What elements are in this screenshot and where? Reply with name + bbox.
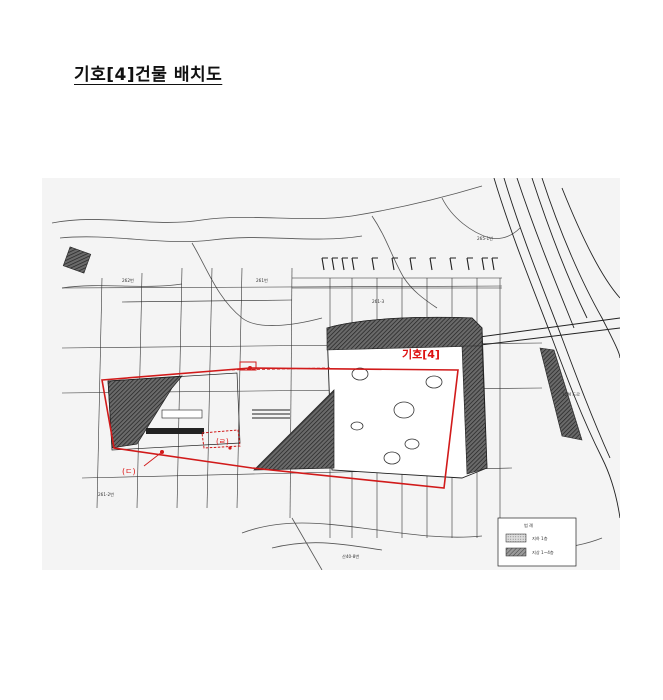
label-lot-261-2: 261-2번 [98, 491, 114, 497]
legend-title: 범 례 [524, 522, 533, 529]
dimension-band [121, 277, 502, 303]
document-title: 기호[4]건물 배치도 [74, 65, 223, 85]
marker-da-label: (ㄷ) [122, 467, 136, 476]
label-lot-262: 262번 [122, 277, 134, 283]
label-road-12m: 12M 도로 [562, 392, 580, 397]
red-cross-mark [239, 361, 257, 371]
left-building-inner-box [161, 409, 203, 419]
legend-item-2: 지상 1~4층 [532, 549, 554, 556]
legend-item-1: 지하 1층 [532, 535, 548, 542]
subject-label: 기호[4] [402, 347, 440, 361]
red-boundary-top-dashed [221, 367, 333, 371]
main-building-hatch-right [461, 345, 488, 475]
site-plan-drawing: 262번 261번 261-3 265-1번 261-2번 산40-8번 12M… [42, 178, 620, 570]
legend-swatch-1 [505, 533, 527, 543]
label-lot-40-8: 산40-8번 [342, 553, 359, 559]
label-lot-265-1: 265-1번 [477, 235, 493, 241]
marker-ra-label: (ㄹ) [216, 437, 229, 446]
slope-strip [539, 347, 583, 441]
main-building-hatch-top [326, 317, 483, 351]
label-lot-261-3: 261-3 [372, 299, 385, 304]
legend: 범 례 지하 1층 지상 1~4층 [497, 517, 577, 567]
left-building-black-bar [146, 428, 204, 434]
red-leader-line [143, 451, 163, 467]
block-top-left [62, 246, 92, 274]
central-hatch-triangle [253, 389, 335, 471]
marker-ra-box [201, 429, 241, 449]
right-road [471, 178, 620, 519]
legend-swatch-2 [505, 547, 527, 557]
plan-ovals [350, 367, 443, 465]
label-lot-261: 261번 [256, 277, 268, 283]
striped-block [252, 409, 290, 419]
top-dimension-markers [321, 257, 498, 271]
